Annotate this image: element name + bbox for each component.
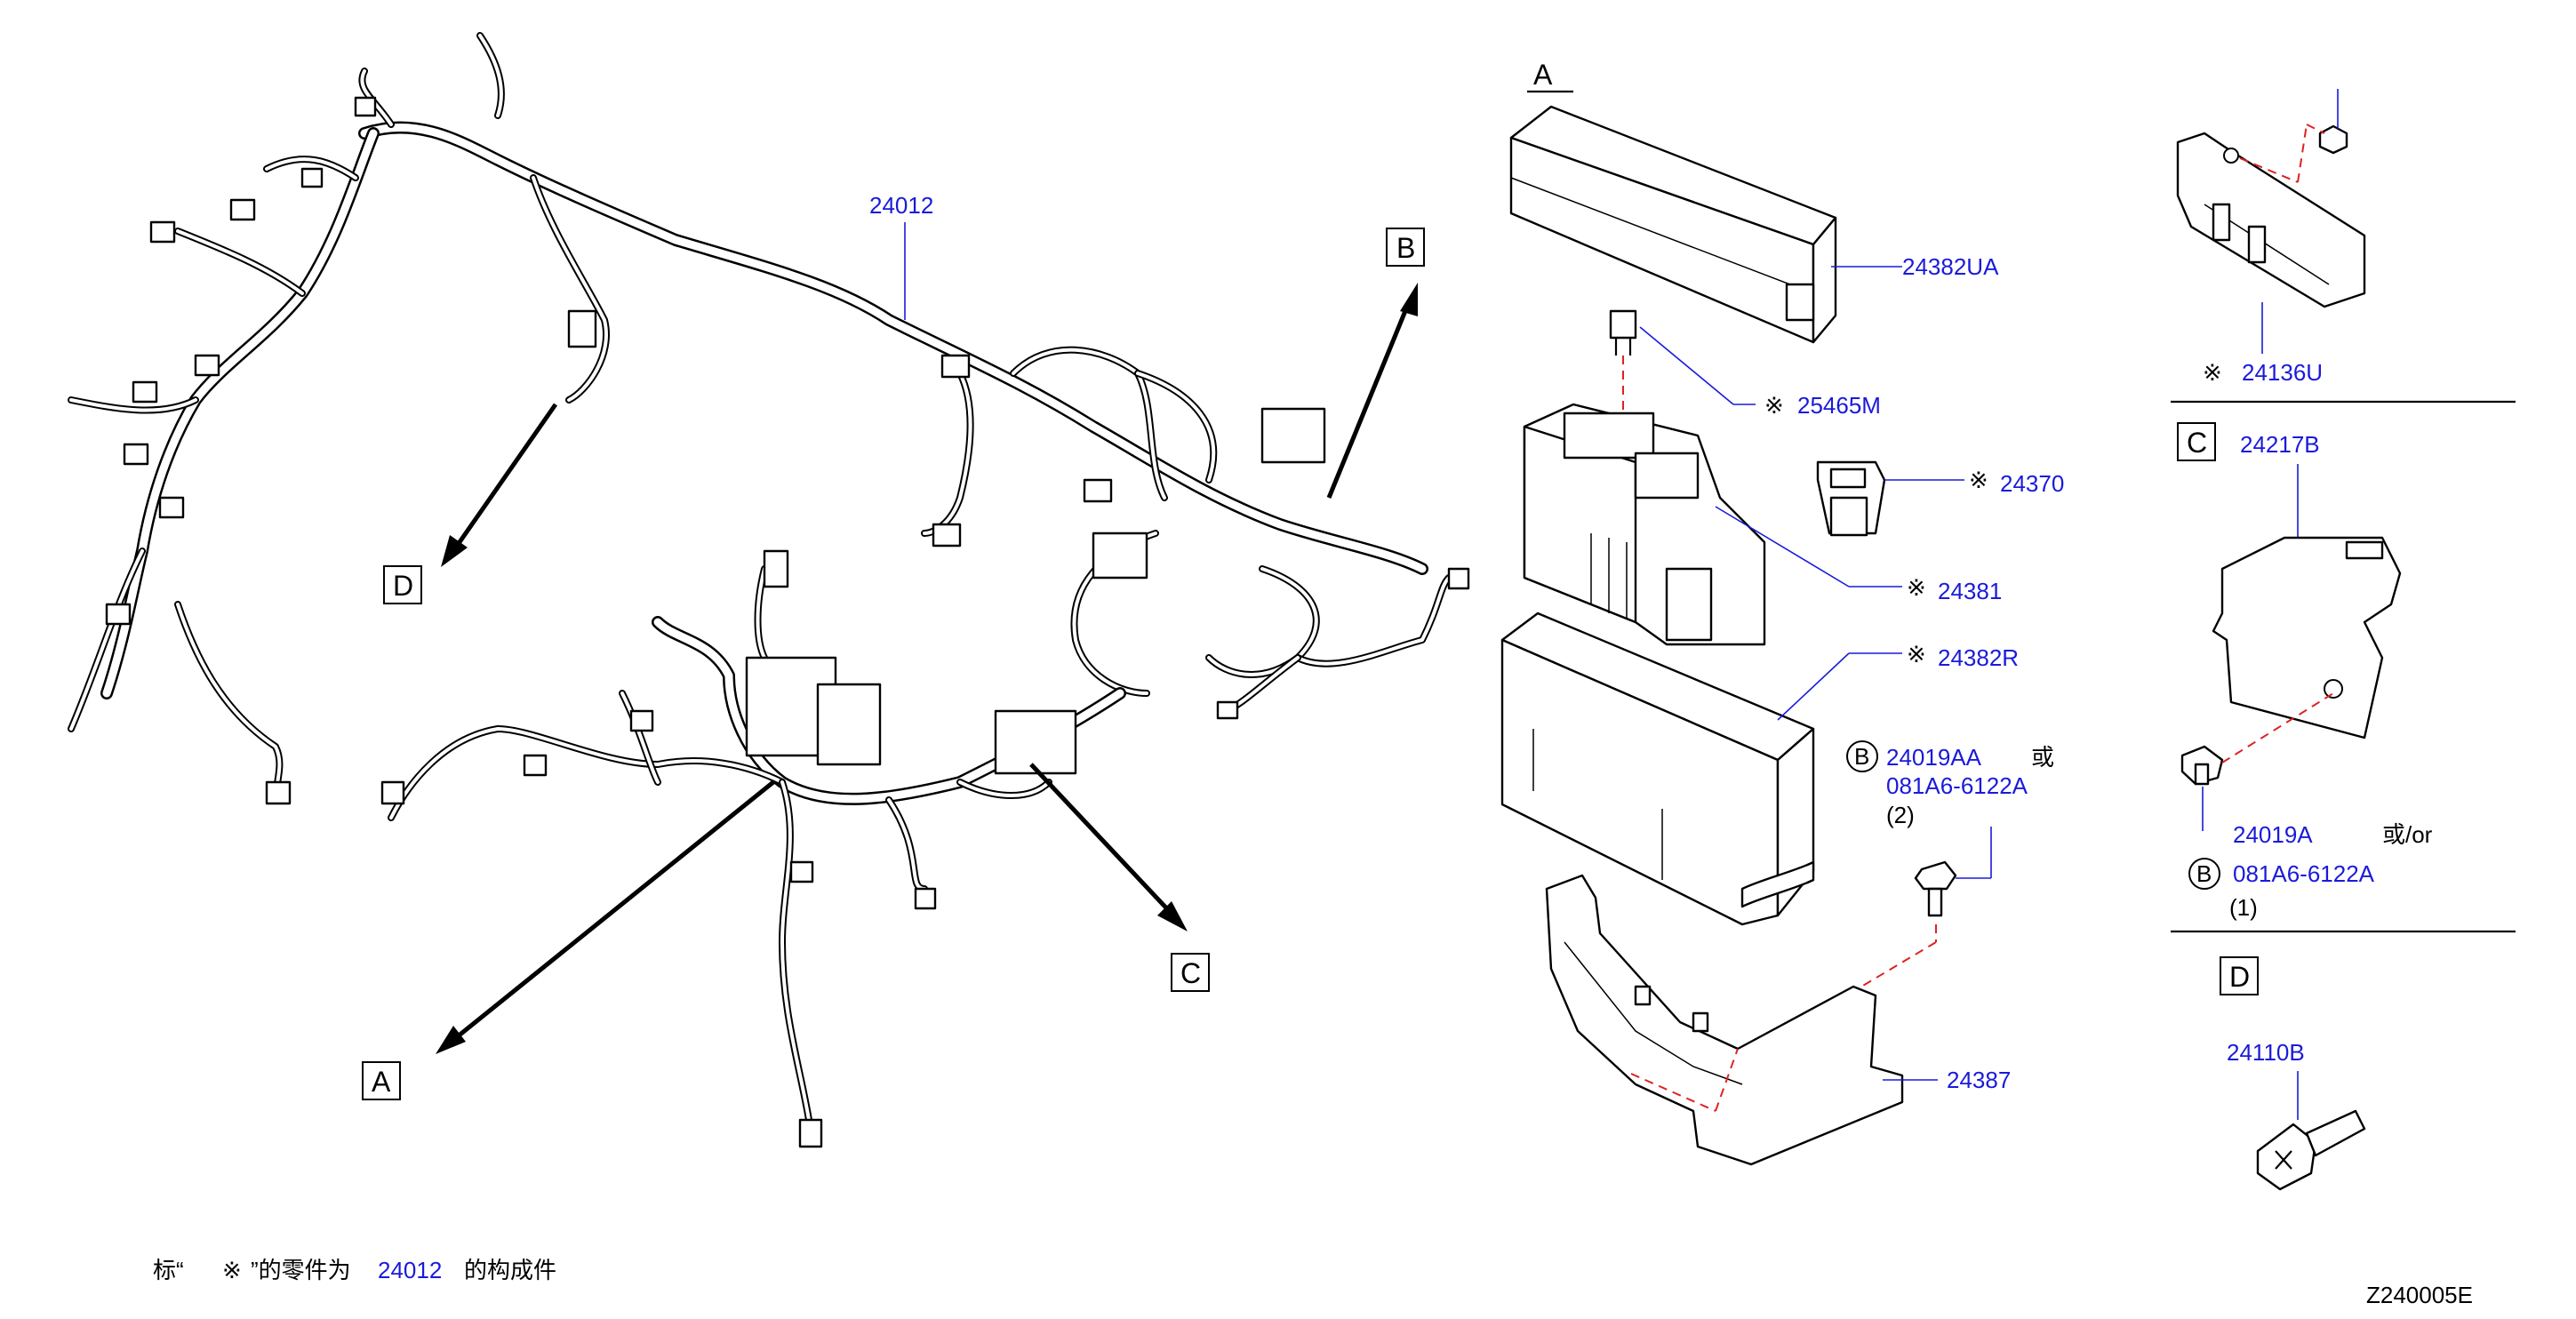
view-box-d-detail xyxy=(2220,956,2259,995)
callout-24370: 24370 xyxy=(2000,470,2064,497)
callout-24110B: 24110B xyxy=(2227,1039,2305,1066)
callout-24217B: 24217B xyxy=(2240,431,2320,458)
footer-note-mark: ※ xyxy=(222,1257,242,1283)
callout-24382R: 24382R xyxy=(1938,644,2019,671)
bracket-24387-drawing xyxy=(1545,874,1904,1166)
fusible-link-drawing xyxy=(1816,460,1886,537)
bracket-24217B-drawing xyxy=(2212,536,2402,739)
callout-24019A: 24019A xyxy=(2233,821,2313,848)
qty-main: (2) xyxy=(1886,802,1915,828)
or-c: 或/or xyxy=(2382,821,2433,848)
or-main: 或 xyxy=(2031,744,2054,771)
view-box-c xyxy=(1171,953,1210,992)
callout-24381: 24381 xyxy=(1938,578,2002,604)
callout-081A6-main: 081A6-6122A xyxy=(1886,772,2028,799)
footer-note-suffix: 的构成件 xyxy=(464,1257,556,1283)
view-c-heading: C xyxy=(2187,427,2207,459)
footer-note-mid: ”的零件为 xyxy=(251,1257,351,1283)
bracket-24136U-drawing xyxy=(2176,124,2366,308)
bolt-main-drawing xyxy=(1914,860,1957,917)
view-arrow-b xyxy=(1326,283,1418,499)
view-box-b xyxy=(1386,228,1425,267)
fuse-drawing xyxy=(1609,309,1637,356)
view-box-d xyxy=(383,565,422,604)
callout-24019AA: 24019AA xyxy=(1886,744,1982,771)
view-label-d: D xyxy=(393,570,413,602)
fuse-block-drawing xyxy=(1523,403,1766,646)
view-label-b: B xyxy=(1396,232,1415,264)
qty-c: (1) xyxy=(2229,894,2258,921)
ref-mark-25465M: ※ xyxy=(1764,392,1784,419)
footer-note-part: 24012 xyxy=(378,1257,442,1283)
ref-mark-24370: ※ xyxy=(1969,467,1988,493)
ref-mark-24382R: ※ xyxy=(1907,641,1926,667)
view-box-a xyxy=(362,1061,401,1100)
view-label-c: C xyxy=(1180,957,1201,989)
callout-081A6-c: 081A6-6122A xyxy=(2233,860,2375,887)
view-arrow-c xyxy=(1029,763,1188,931)
view-a-heading: A xyxy=(1533,59,1553,91)
bolt-d-drawing xyxy=(2256,1109,2366,1191)
view-arrow-a xyxy=(436,780,775,1054)
wiring-harness-drawing xyxy=(68,32,1470,1148)
lower-cover-drawing xyxy=(1500,612,1815,926)
view-arrow-d xyxy=(441,403,558,567)
footer-note-prefix: 标“ xyxy=(153,1257,184,1283)
callout-24387: 24387 xyxy=(1947,1067,2011,1093)
diagram-id: Z240005E xyxy=(2366,1282,2473,1308)
b-circle-main: B xyxy=(1854,743,1869,770)
callout-24136U: 24136U xyxy=(2242,359,2323,386)
upper-cover-drawing xyxy=(1509,105,1837,344)
ref-mark-24381: ※ xyxy=(1907,574,1926,601)
bolt-c-drawing xyxy=(2180,745,2224,786)
callout-24012: 24012 xyxy=(869,192,933,219)
view-d-heading: D xyxy=(2229,961,2250,993)
callout-25465M: 25465M xyxy=(1797,392,1881,419)
b-circle-c: B xyxy=(2196,860,2212,887)
ref-mark-24136U: ※ xyxy=(2203,359,2222,386)
view-label-a: A xyxy=(372,1066,391,1098)
view-box-c-detail xyxy=(2177,422,2216,461)
callout-24382UA: 24382UA xyxy=(1902,253,1999,280)
